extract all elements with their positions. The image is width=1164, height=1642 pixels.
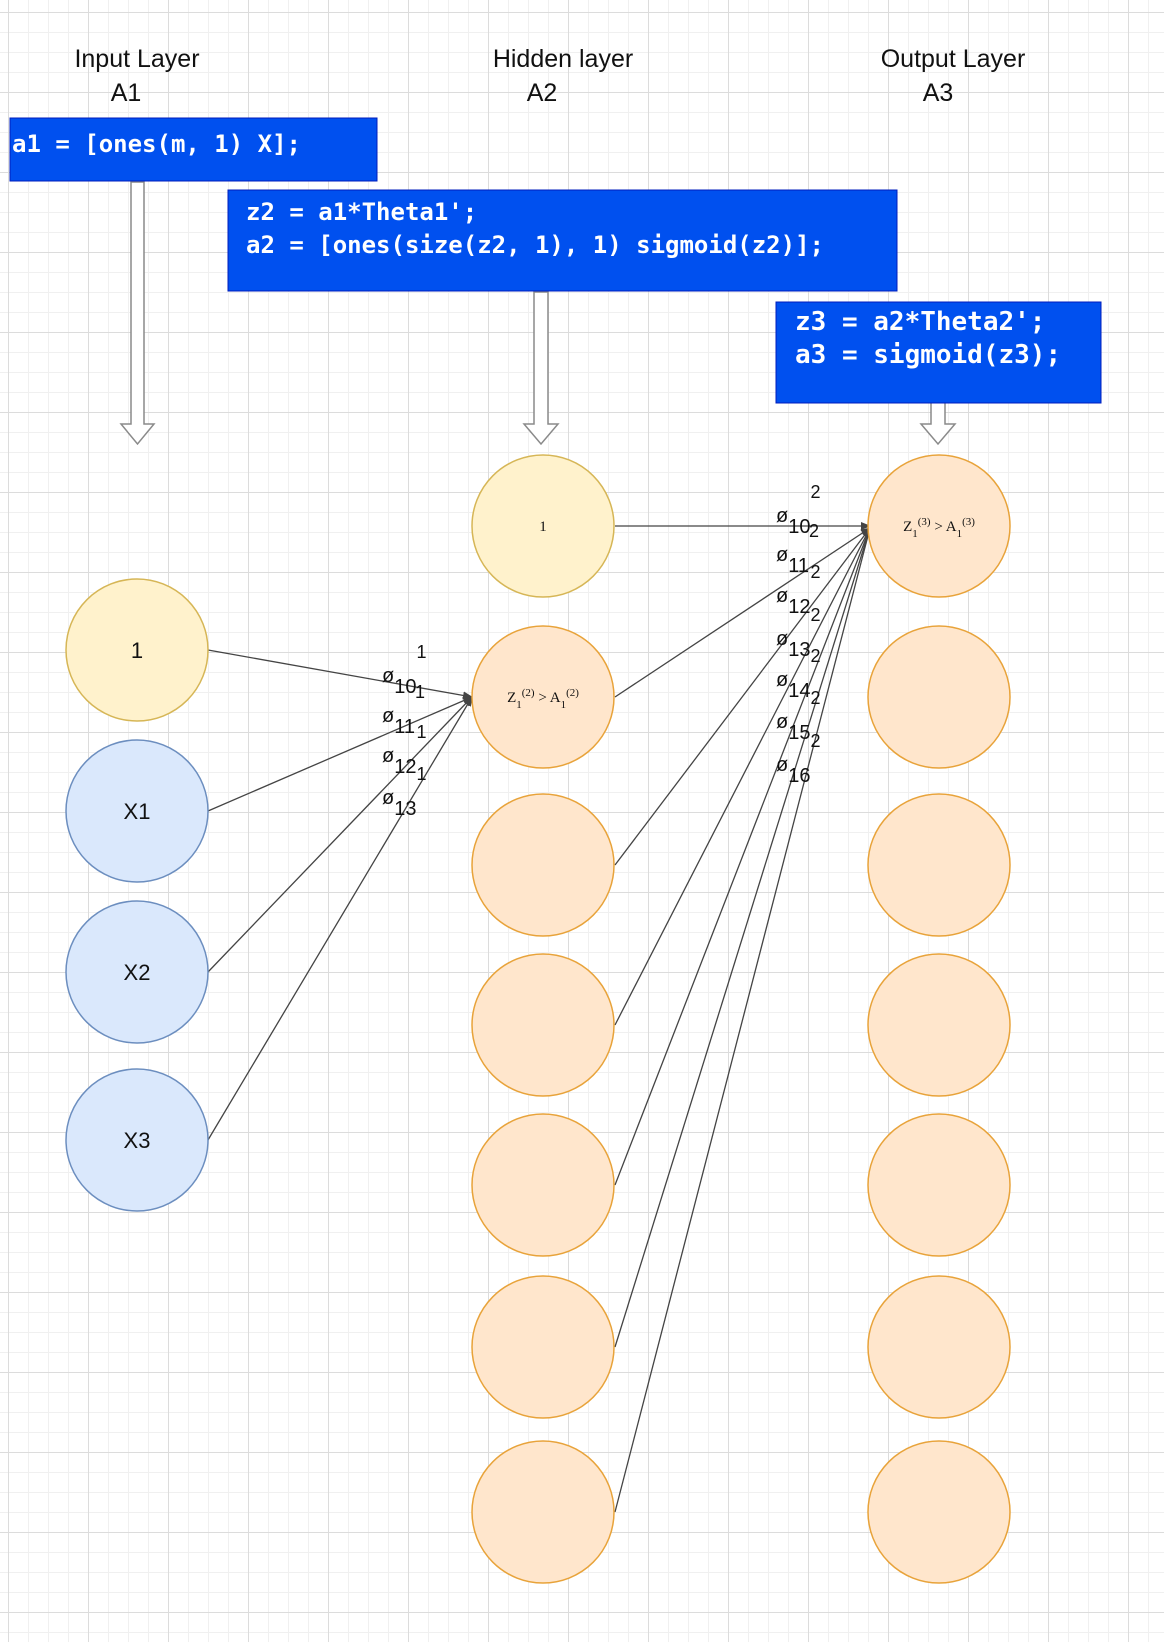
weight-1-12: ø121	[382, 722, 426, 778]
weight-2-10: ø102	[776, 482, 820, 538]
weight-2-16: ø162	[776, 731, 820, 787]
input-node-x1-label: X1	[124, 799, 151, 824]
input-layer-name: A1	[111, 79, 142, 107]
input-code-line-1: a1 = [ones(m, 1) X];	[12, 130, 301, 158]
output-node-6	[867, 1275, 1011, 1419]
output-node-2	[867, 625, 1011, 769]
hidden-node-bias: 1	[471, 454, 615, 598]
output-node-3	[867, 793, 1011, 937]
edge-x3-to-hidden	[207, 696, 473, 1141]
hidden-code-box: z2 = a1*Theta1'; a2 = [ones(size(z2, 1),…	[227, 189, 898, 292]
input-code-box: a1 = [ones(m, 1) X];	[9, 117, 378, 182]
edge-x1-to-hidden	[207, 696, 473, 812]
hidden-node-2	[471, 793, 615, 937]
weight-1-13: ø131	[382, 764, 426, 820]
input-node-bias: 1	[65, 578, 209, 722]
hidden-node-3	[471, 953, 615, 1097]
output-node-4	[867, 953, 1011, 1097]
hidden-node-5	[471, 1275, 615, 1419]
hidden-node-6	[471, 1440, 615, 1584]
output-node-7	[867, 1440, 1011, 1584]
edge-h3-to-output	[614, 527, 871, 1026]
output-layer-title: Output Layer	[881, 45, 1026, 73]
weight-2-12: ø122	[776, 562, 820, 618]
hidden-node-1-label: Z1(2) > A1(2)	[507, 687, 579, 711]
layer2-edges	[614, 522, 872, 1513]
output-code-box: z3 = a2*Theta2'; a3 = sigmoid(z3);	[775, 301, 1102, 404]
weight-1-11: ø111	[382, 682, 425, 738]
output-arrow-icon	[919, 401, 957, 446]
edge-h4-to-output	[614, 527, 871, 1186]
hidden-code-line-2: a2 = [ones(size(z2, 1), 1) sigmoid(z2)];	[246, 231, 824, 259]
weight-2-14: ø142	[776, 646, 820, 702]
weight-2-11: ø112	[776, 521, 819, 577]
input-node-x3: X3	[65, 1068, 209, 1212]
edge-bias-to-hidden	[207, 649, 473, 700]
input-node-x3-label: X3	[124, 1128, 151, 1153]
input-node-x1: X1	[65, 739, 209, 883]
weight-1-10: ø101	[382, 642, 426, 698]
edge-h6-to-output	[614, 527, 872, 1513]
hidden-layer-name: A2	[527, 79, 558, 107]
hidden-arrow-icon	[522, 291, 560, 446]
layer1-edges	[207, 649, 473, 1141]
weight-2-15: ø152	[776, 688, 820, 744]
output-layer-name: A3	[923, 79, 954, 107]
input-node-x2-label: X2	[124, 960, 151, 985]
input-arrow-icon	[119, 181, 156, 446]
edge-h2-to-output	[614, 527, 871, 866]
hidden-layer-title: Hidden layer	[493, 45, 633, 73]
output-node-5	[867, 1113, 1011, 1257]
edge-h1-to-output	[614, 527, 871, 698]
hidden-node-bias-label: 1	[539, 519, 547, 535]
output-code-line-1: z3 = a2*Theta2';	[795, 307, 1045, 337]
weight-2-13: ø132	[776, 605, 820, 661]
hidden-node-1: Z1(2) > A1(2)	[471, 625, 615, 769]
edge-h5-to-output	[614, 527, 872, 1348]
output-code-line-2: a3 = sigmoid(z3);	[795, 340, 1061, 370]
edge-x2-to-hidden	[207, 696, 473, 973]
input-node-x2: X2	[65, 900, 209, 1044]
output-node-1-label: Z1(3) > A1(3)	[903, 516, 975, 540]
input-node-bias-label: 1	[131, 638, 143, 663]
hidden-code-line-1: z2 = a1*Theta1';	[246, 198, 477, 226]
hidden-node-4	[471, 1113, 615, 1257]
output-node-1: Z1(3) > A1(3)	[867, 454, 1011, 598]
input-layer-title: Input Layer	[74, 45, 199, 73]
